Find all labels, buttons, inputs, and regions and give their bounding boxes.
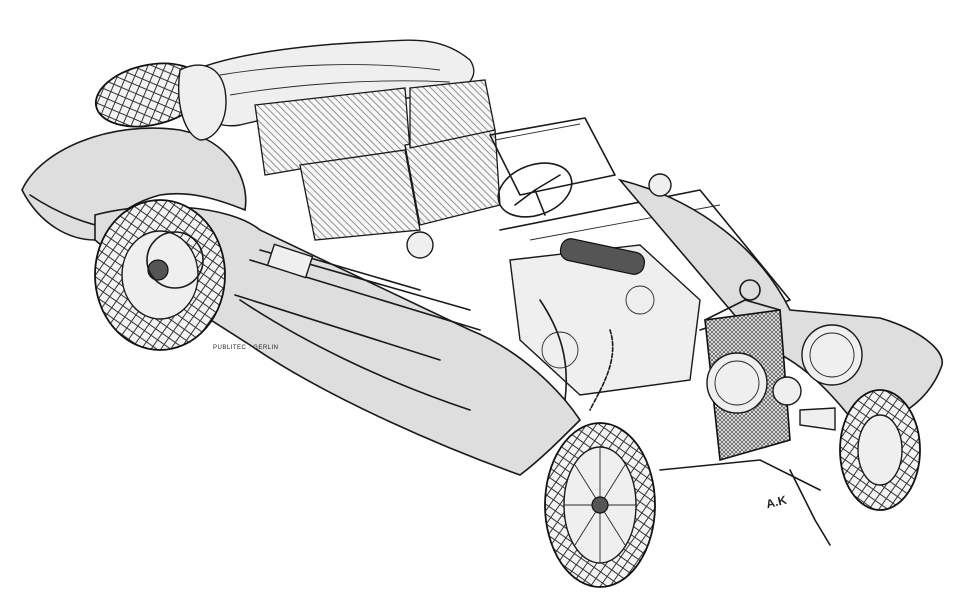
front-fender-right xyxy=(617,178,943,431)
chassis-frame xyxy=(234,243,471,361)
tail-lamp xyxy=(406,173,672,259)
headlamp-left xyxy=(706,352,768,414)
front-axle xyxy=(659,459,831,546)
engine xyxy=(509,238,701,411)
front-wheel-left xyxy=(544,422,656,588)
rear-wheel xyxy=(94,199,226,351)
seats xyxy=(254,79,501,241)
fog-lamp xyxy=(772,376,802,406)
front-wheel-right xyxy=(839,389,921,511)
steering-wheel xyxy=(497,162,573,218)
illustrator-credit: PUBLITEC · GERLIN xyxy=(213,345,279,351)
headlamp-right xyxy=(801,324,863,386)
windscreen xyxy=(489,117,616,196)
horn xyxy=(799,407,836,431)
